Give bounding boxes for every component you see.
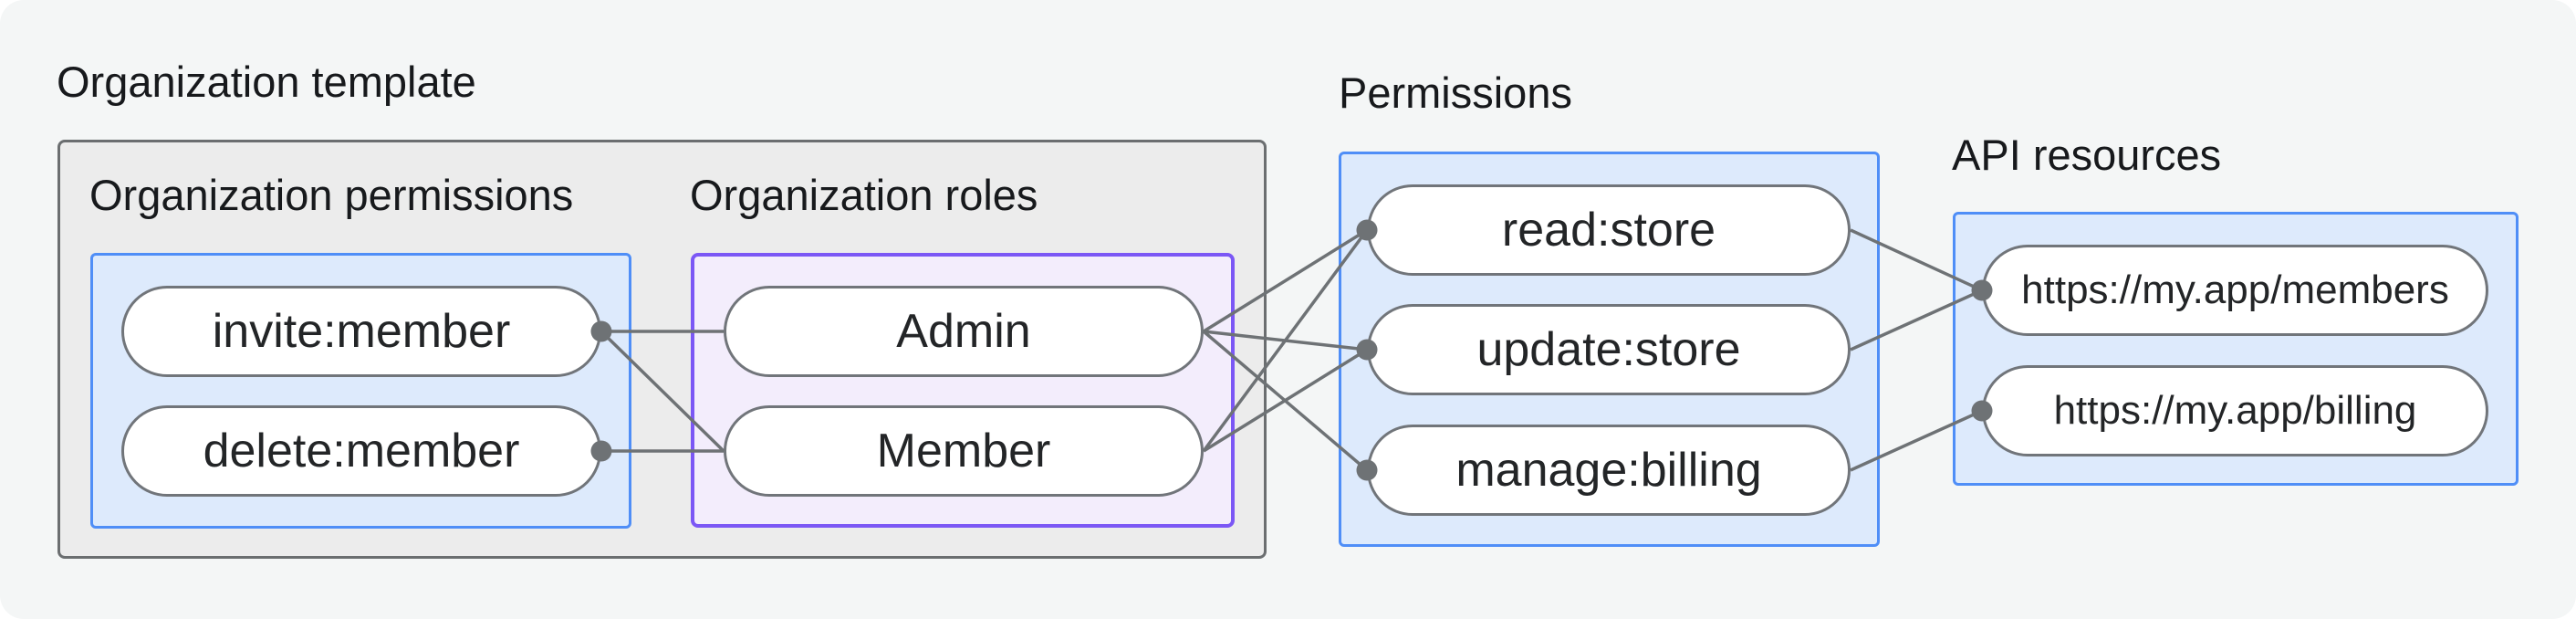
node-update-store: update:store xyxy=(1367,304,1851,395)
node-member-role: Member xyxy=(724,405,1204,497)
node-read-store: read:store xyxy=(1367,184,1851,276)
permissions-label: Permissions xyxy=(1339,68,1572,117)
node-invite-member: invite:member xyxy=(121,286,601,377)
organization-permissions-label: Organization permissions xyxy=(89,171,574,219)
node-billing-api-resource: https://my.app/billing xyxy=(1982,365,2488,456)
node-manage-billing: manage:billing xyxy=(1367,425,1851,516)
node-admin-role: Admin xyxy=(724,286,1204,377)
diagram-title: Organization template xyxy=(57,58,476,106)
organization-roles-label: Organization roles xyxy=(690,171,1038,219)
node-delete-member: delete:member xyxy=(121,405,601,497)
node-members-api-resource: https://my.app/members xyxy=(1982,245,2488,336)
api-resources-label: API resources xyxy=(1952,131,2222,179)
